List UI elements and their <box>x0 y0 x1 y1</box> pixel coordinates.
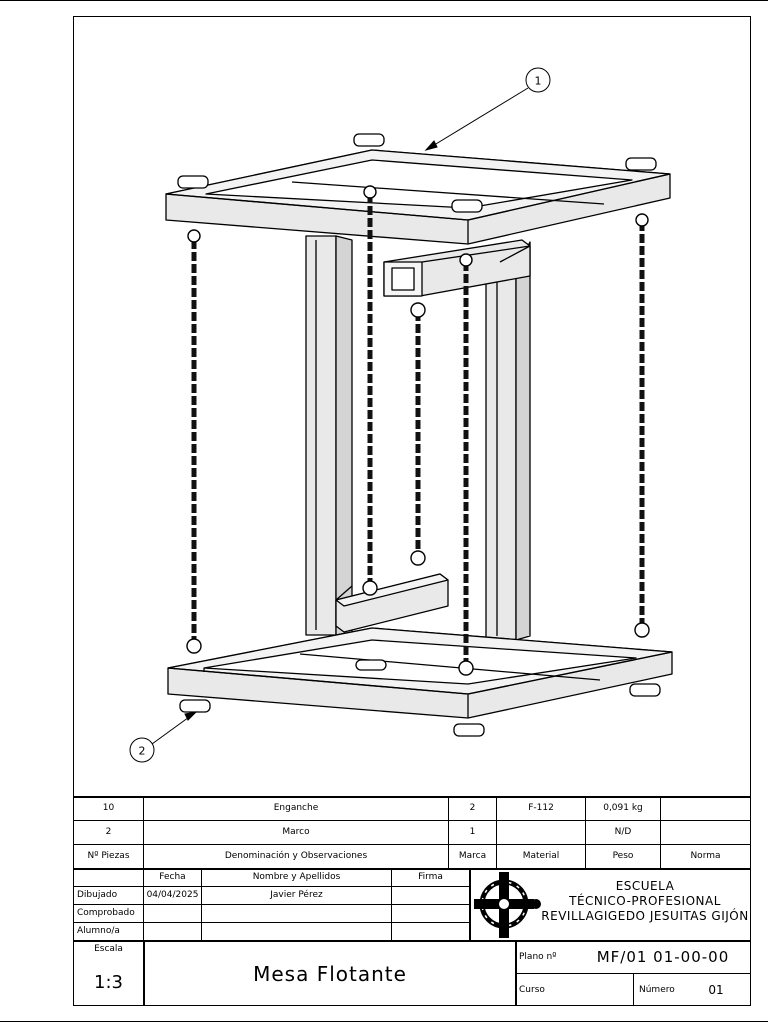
header-qty: Nº Piezas <box>87 851 130 861</box>
role-dibujado: Dibujado <box>77 890 118 900</box>
comprobado-fecha <box>144 905 201 922</box>
alumno-nombre <box>202 923 391 940</box>
callouts <box>129 67 551 763</box>
col-nombre: Nombre y Apellidos <box>252 872 341 882</box>
upper-cantilever-arm <box>383 239 531 297</box>
balloon-2-label: 2 <box>139 745 146 758</box>
chain-shackles <box>186 185 650 676</box>
balloon-1 <box>525 67 551 93</box>
row-1-name: Enganche <box>273 803 319 813</box>
comprobado-nombre <box>202 905 391 922</box>
row-1-marca: 2 <box>469 803 476 813</box>
school-line-2: TÉCNICO-PROFESIONAL <box>569 894 721 908</box>
header-peso: Peso <box>612 851 634 861</box>
role-comprobado: Comprobado <box>77 908 135 918</box>
escala-label: Escala <box>94 943 123 954</box>
back-left-column <box>305 235 353 636</box>
school-name: ESCUELA TÉCNICO-PROFESIONAL REVILLAGIGED… <box>540 879 750 924</box>
drawing-sheet-border <box>73 16 751 1006</box>
row-2-norma <box>661 821 750 844</box>
drawing-title: Mesa Flotante <box>253 962 407 986</box>
school-line-3: REVILLAGIGEDO JESUITAS GIJÓN <box>541 909 749 923</box>
col-fecha: Fecha <box>159 872 186 882</box>
escala-value: 1:3 <box>94 972 123 993</box>
numero-value: 01 <box>708 983 724 997</box>
sheet-top-edge <box>0 0 768 1</box>
row-1-norma <box>661 797 750 820</box>
numero-label: Número <box>639 984 675 995</box>
plano-label: Plano nº <box>519 952 557 962</box>
header-marca: Marca <box>458 851 487 861</box>
row-1-peso: 0,091 kg <box>603 803 643 813</box>
header-norma: Norma <box>690 851 721 861</box>
bottom-feet <box>179 659 661 737</box>
dibujado-nombre: Javier Pérez <box>270 890 323 900</box>
school-line-1: ESCUELA <box>615 879 675 893</box>
sheet-bottom-edge <box>0 1021 768 1022</box>
balloon-2 <box>129 737 155 763</box>
col-firma: Firma <box>418 872 443 882</box>
row-1-material: F-112 <box>528 803 554 813</box>
lower-cantilever-arm <box>335 573 449 633</box>
dibujado-fecha: 04/04/2025 <box>146 890 199 900</box>
curso-value <box>576 974 632 1006</box>
header-material: Material <box>522 851 560 861</box>
hanging-chains <box>191 194 645 662</box>
school-cross-logo <box>474 872 541 938</box>
role-alumno: Alumno/a <box>77 926 120 936</box>
curso-label: Curso <box>519 984 545 995</box>
top-frame <box>165 149 671 245</box>
row-2-material <box>497 821 585 844</box>
bottom-frame <box>167 627 673 719</box>
alumno-fecha <box>144 923 201 940</box>
row-2-peso: N/D <box>614 827 632 837</box>
isometric-assembly-drawing: 1 2 <box>129 67 673 763</box>
header-name: Denominación y Observaciones <box>224 851 368 861</box>
balloon-1-label: 1 <box>535 75 542 88</box>
row-1-qty: 10 <box>102 803 115 813</box>
plano-value: MF/01 01-00-00 <box>596 948 730 966</box>
back-right-column <box>485 241 531 641</box>
top-pegs <box>177 133 657 213</box>
row-2-qty: 2 <box>105 827 112 837</box>
row-2-name: Marco <box>282 827 310 837</box>
row-2-marca: 1 <box>469 827 476 837</box>
